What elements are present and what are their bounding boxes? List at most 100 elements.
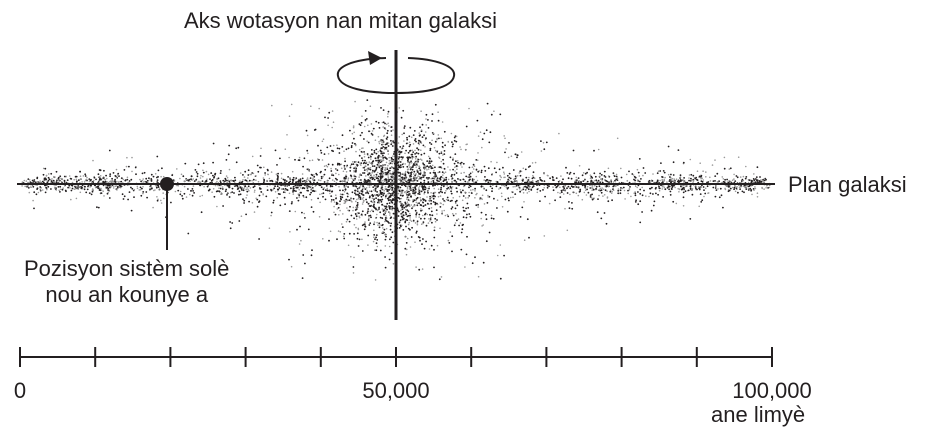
- star-dot: [678, 188, 681, 191]
- star-dot: [350, 175, 353, 178]
- star-dot: [420, 217, 422, 220]
- star-dot: [457, 218, 460, 220]
- star-dot: [355, 193, 357, 196]
- star-dot: [343, 184, 346, 187]
- star-dot: [435, 175, 438, 178]
- star-dot: [527, 179, 530, 181]
- star-dot: [593, 184, 596, 187]
- star-dot: [258, 194, 261, 197]
- star-dot: [634, 185, 637, 188]
- star-dot: [423, 152, 426, 155]
- star-dot: [380, 156, 382, 158]
- star-dot: [154, 173, 157, 175]
- star-dot: [427, 189, 430, 192]
- star-dot: [283, 189, 286, 191]
- star-dot: [342, 170, 345, 173]
- star-dot: [657, 170, 660, 172]
- star-dot: [677, 181, 680, 184]
- star-dot: [698, 205, 700, 208]
- star-dot: [634, 194, 637, 197]
- star-dot: [390, 216, 393, 219]
- star-dot: [332, 144, 335, 147]
- star-dot: [542, 189, 544, 191]
- star-dot: [244, 170, 247, 173]
- star-dot: [381, 139, 384, 142]
- star-dot: [521, 189, 523, 192]
- star-dot: [86, 188, 89, 191]
- star-dot: [471, 262, 474, 265]
- star-dot: [593, 172, 596, 175]
- star-dot: [411, 153, 414, 156]
- star-dot: [373, 151, 376, 154]
- star-dot: [243, 187, 246, 189]
- star-dot: [724, 178, 726, 181]
- star-dot: [703, 195, 705, 198]
- star-dot: [402, 207, 405, 210]
- star-dot: [388, 162, 391, 165]
- star-dot: [391, 209, 394, 211]
- star-dot: [373, 165, 376, 168]
- star-dot: [406, 198, 408, 200]
- star-dot: [607, 185, 610, 187]
- star-dot: [331, 110, 334, 112]
- star-dot: [362, 194, 365, 197]
- star-dot: [601, 187, 603, 189]
- star-dot: [307, 186, 310, 189]
- star-dot: [387, 180, 390, 183]
- star-dot: [238, 185, 241, 187]
- star-dot: [376, 245, 379, 248]
- star-dot: [377, 159, 379, 162]
- star-dot: [27, 187, 30, 189]
- star-dot: [453, 162, 456, 165]
- star-dot: [140, 194, 143, 197]
- star-dot: [371, 205, 373, 208]
- star-dot: [177, 184, 180, 187]
- star-dot: [691, 187, 694, 190]
- star-dot: [324, 116, 326, 119]
- star-dot: [449, 156, 452, 159]
- star-dot: [700, 174, 703, 177]
- star-dot: [753, 173, 755, 175]
- star-dot: [433, 169, 435, 172]
- star-dot: [385, 180, 388, 182]
- star-dot: [650, 209, 653, 212]
- star-dot: [327, 189, 329, 192]
- star-dot: [378, 226, 381, 229]
- star-dot: [322, 238, 324, 240]
- star-dot: [419, 169, 422, 172]
- star-dot: [217, 177, 220, 180]
- star-dot: [202, 162, 205, 165]
- star-dot: [431, 214, 434, 217]
- star-dot: [98, 189, 101, 192]
- star-dot: [420, 178, 423, 181]
- star-dot: [694, 185, 697, 187]
- star-dot: [240, 215, 243, 217]
- star-dot: [373, 229, 375, 232]
- star-dot: [423, 217, 426, 220]
- star-dot: [309, 185, 312, 188]
- star-dot: [369, 181, 372, 183]
- star-dot: [367, 141, 370, 144]
- star-dot: [418, 143, 421, 146]
- star-dot: [315, 172, 318, 175]
- star-dot: [415, 163, 418, 166]
- star-dot: [476, 192, 478, 195]
- star-dot: [376, 186, 379, 188]
- star-dot: [358, 179, 360, 181]
- star-dot: [142, 185, 144, 188]
- star-dot: [516, 188, 518, 191]
- star-dot: [380, 195, 383, 198]
- star-dot: [109, 173, 112, 176]
- star-dot: [403, 125, 406, 127]
- star-dot: [339, 193, 342, 195]
- star-dot: [366, 201, 368, 204]
- star-dot: [191, 188, 194, 190]
- star-dot: [181, 197, 184, 200]
- star-dot: [276, 196, 279, 199]
- star-dot: [255, 179, 257, 181]
- star-dot: [149, 185, 152, 187]
- star-dot: [363, 187, 366, 189]
- star-dot: [559, 186, 561, 189]
- star-dot: [390, 178, 392, 181]
- star-dot: [452, 168, 454, 171]
